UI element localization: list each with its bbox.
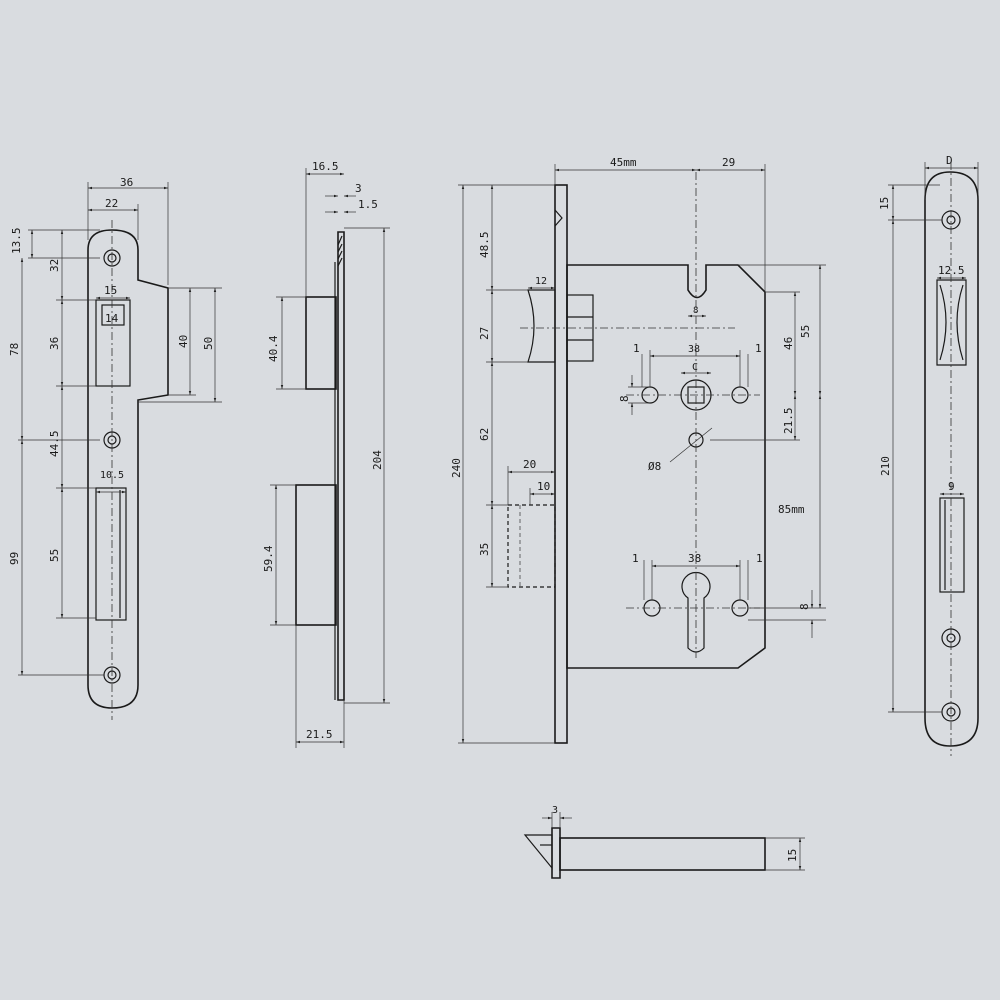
dim-c: C [692,362,698,373]
face-plate-outline [924,171,979,747]
dim-21-5-right: 21.5 [782,408,795,435]
dim-8-lower: 8 [798,603,811,610]
dim-46: 46 [782,337,795,350]
dim-36: 36 [120,176,133,189]
dim-14: 14 [105,312,119,325]
dim-d: D [946,154,953,167]
dim-45mm: 45mm [610,156,637,169]
dim-1-5: 1.5 [358,198,378,211]
latch-bolt [527,289,556,363]
dim-55: 55 [48,549,61,562]
strike-plate-view: 36 22 15 14 10.5 13.5 32 78 36 40 50 44.… [8,176,222,720]
lock-case [566,264,766,669]
strike-plate-outline [87,229,169,709]
dim-50: 50 [202,337,215,350]
dim-20: 20 [523,458,536,471]
lock-faceplate-strip [554,184,568,744]
dim-1-lower-left: 1 [632,552,639,565]
dim-38-lower: 38 [688,552,701,565]
lock-body-view: 45mm 29 240 48.5 27 62 35 12 8 55 46 21.… [450,156,826,744]
dim-48-5: 48.5 [478,232,491,259]
dim-32: 32 [48,259,61,272]
dim-10-5: 10.5 [100,470,124,481]
dead-bolt-outline [507,504,556,588]
dim-62: 62 [478,428,491,441]
bolt-opening [95,487,127,621]
latch-opening [95,299,131,387]
dim-10: 10 [537,480,550,493]
spindle-bar [559,837,766,871]
dim-85mm: 85mm [778,503,805,516]
dim-dia-8: Ø8 [648,460,661,473]
cylinder-cutout [681,571,711,653]
dim-78: 78 [8,343,21,356]
dim-1-upper-right: 1 [755,342,762,355]
dim-21-5: 21.5 [306,728,333,741]
side-view: 16.5 3 1.5 40.4 204 59.4 21.5 [262,160,390,748]
face-bolt-window [939,497,965,593]
dim-40: 40 [177,335,190,348]
dim-15-face: 15 [878,197,891,210]
dim-240: 240 [450,458,463,478]
spindle-view: 3 15 [523,805,805,879]
dim-12-5: 12.5 [938,264,965,277]
dim-29: 29 [722,156,735,169]
dim-8-notch: 8 [693,306,698,316]
dim-1-lower-right: 1 [756,552,763,565]
dim-12: 12 [535,276,547,287]
strike-hole-top [103,249,121,267]
dim-99: 99 [8,552,21,565]
dim-13-5: 13.5 [10,228,23,255]
dim-44-5: 44.5 [48,431,61,458]
face-latch-window [936,279,967,366]
dim-38-upper: 38 [688,344,700,355]
dim-210: 210 [879,456,892,476]
dim-9: 9 [948,480,955,493]
side-lower-block [295,484,337,626]
dim-22: 22 [105,197,118,210]
dim-40-4: 40.4 [267,335,280,362]
dim-36-v: 36 [48,337,61,350]
dim-35: 35 [478,543,491,556]
dim-204: 204 [371,450,384,470]
dim-15-spindle: 15 [786,849,799,862]
spindle-tip [523,834,553,870]
dim-59-4: 59.4 [262,545,275,572]
dim-27: 27 [478,327,491,340]
dim-8-upper: 8 [618,395,631,402]
side-upper-block [305,296,337,390]
dim-1-upper-left: 1 [633,342,640,355]
dim-3: 3 [355,182,362,195]
dim-16-5: 16.5 [312,160,339,173]
dim-55-right: 55 [799,325,812,338]
dim-3-spindle: 3 [552,805,558,816]
face-plate-view: D 15 210 12.5 9 [878,154,979,756]
dim-15: 15 [104,284,117,297]
side-plate [337,231,345,701]
